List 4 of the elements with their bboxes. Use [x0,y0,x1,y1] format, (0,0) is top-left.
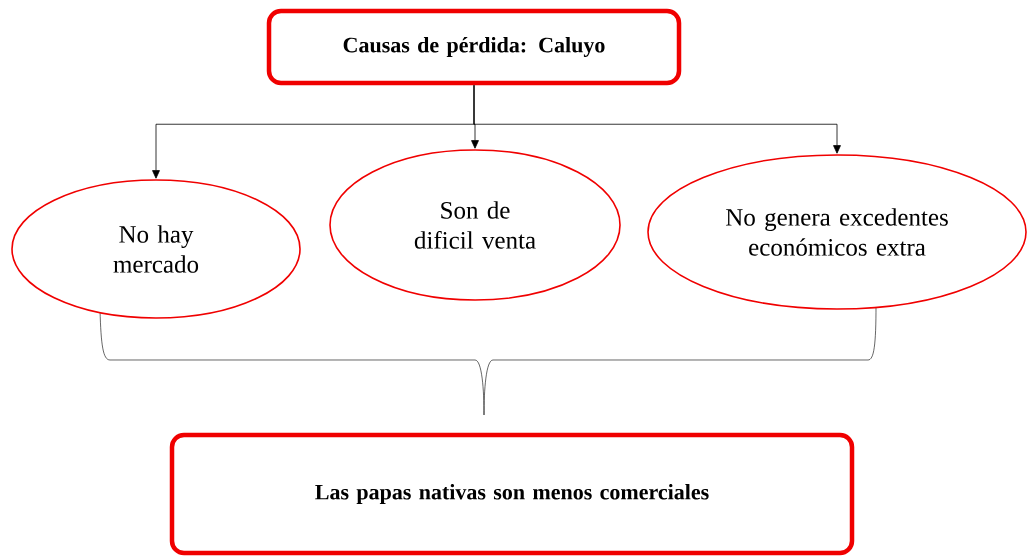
cause-box: Causas de pérdida: Caluyo [266,8,682,86]
arrow [473,84,841,154]
cause-box: Las papas nativas son menos comerciales [169,432,855,556]
node-label: No genera excedentes económicos extra [725,208,948,256]
